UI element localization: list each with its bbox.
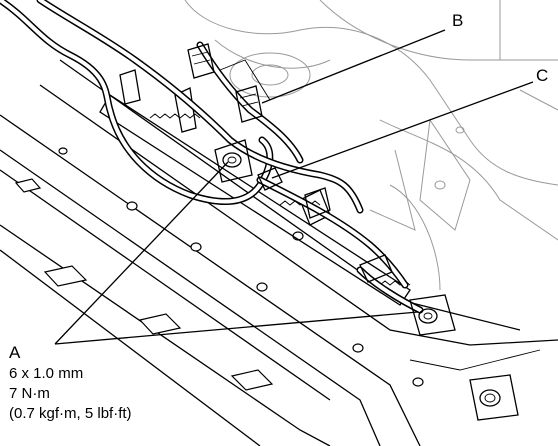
floor-rail bbox=[0, 59, 558, 446]
torque-nm-text: 7 N·m bbox=[9, 385, 50, 402]
clip-fastener-lower-right bbox=[469, 374, 519, 421]
connector-b bbox=[187, 43, 271, 123]
harness-bracket bbox=[99, 69, 411, 306]
callout-a-label: A bbox=[9, 343, 21, 362]
callout-c-label: C bbox=[536, 66, 548, 85]
wire-clip-c bbox=[257, 167, 393, 283]
torque-alt-text: (0.7 kgf·m, 5 lbf·ft) bbox=[9, 405, 132, 422]
leader-lines bbox=[54, 29, 534, 345]
callout-b-label: B bbox=[452, 11, 463, 30]
bolt-size-text: 6 x 1.0 mm bbox=[9, 365, 83, 382]
body-panel-outline bbox=[184, 0, 558, 291]
bolt-a-lower bbox=[409, 294, 456, 336]
wire-harness bbox=[0, 0, 424, 314]
